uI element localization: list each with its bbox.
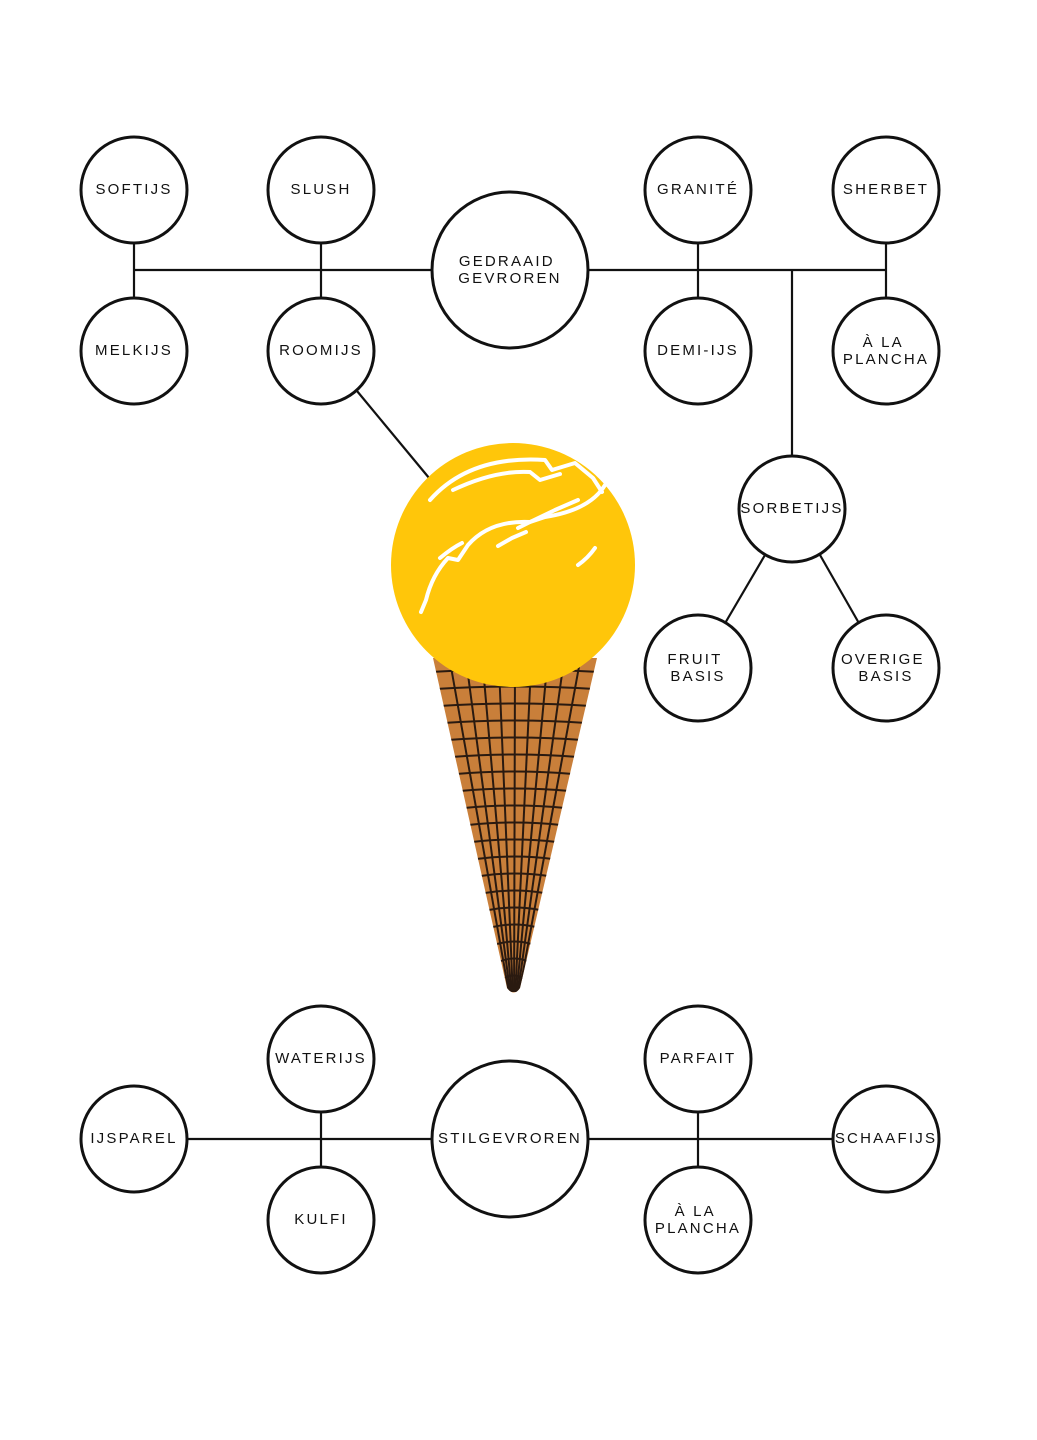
node-a-la-plancha-bottom: À LA PLANCHA	[643, 1165, 753, 1275]
ice-cream-cone-icon	[391, 443, 635, 993]
node-stilgevroren: STILGEVROREN	[430, 1059, 590, 1219]
node-waterijs: WATERIJS	[266, 1004, 376, 1114]
node-label: GEDRAAID GEVROREN	[458, 253, 561, 287]
node-slush: SLUSH	[266, 135, 376, 245]
node-granite: GRANITÉ	[643, 135, 753, 245]
cone-grid-column	[464, 658, 512, 993]
node-schaafijs: SCHAAFIJS	[831, 1084, 941, 1194]
node-a-la-plancha-top: À LA PLANCHA	[831, 296, 941, 406]
node-sherbet: SHERBET	[831, 135, 941, 245]
node-label: SHERBET	[843, 181, 929, 198]
node-label: KULFI	[294, 1211, 348, 1228]
diagram-nodes: GEDRAAID GEVROREN SOFTIJS SLUSH GRANITÉ …	[79, 135, 941, 1275]
node-roomijs: ROOMIJS	[266, 296, 376, 406]
node-label: À LA PLANCHA	[655, 1203, 741, 1237]
node-ijsparel: IJSPAREL	[79, 1084, 189, 1194]
cone-grid-column	[513, 658, 516, 993]
node-label: DEMI-IJS	[657, 342, 739, 359]
ice-cream-scoop	[391, 443, 635, 687]
node-label: À LA PLANCHA	[843, 334, 929, 368]
cone-grid-column	[515, 658, 549, 993]
edge-sorbetijs-fruit-basis	[723, 554, 766, 626]
node-gedraaid-gevroren: GEDRAAID GEVROREN	[430, 190, 590, 350]
node-label: WATERIJS	[275, 1050, 367, 1067]
edge-sorbetijs-overige-basis	[819, 554, 861, 626]
node-label: SCHAAFIJS	[835, 1130, 937, 1147]
node-label: FRUIT BASIS	[667, 651, 728, 685]
node-label: SORBETIJS	[740, 500, 843, 517]
cone-grid-column	[497, 658, 514, 993]
scoop-highlights	[419, 457, 607, 614]
node-label: PARFAIT	[660, 1050, 737, 1067]
node-softijs: SOFTIJS	[79, 135, 189, 245]
node-kulfi: KULFI	[266, 1165, 376, 1275]
node-label: STILGEVROREN	[438, 1130, 582, 1147]
cone-grid-column	[518, 658, 582, 993]
node-label: IJSPAREL	[90, 1130, 177, 1147]
node-label: SOFTIJS	[95, 181, 172, 198]
node-overige-basis: OVERIGE BASIS	[831, 613, 941, 723]
cone-grid-column	[481, 658, 513, 993]
cone-grid-column	[517, 658, 566, 993]
cone-grid-column	[448, 658, 510, 993]
node-sorbetijs: SORBETIJS	[737, 454, 847, 564]
node-label: SLUSH	[290, 181, 351, 198]
node-parfait: PARFAIT	[643, 1004, 753, 1114]
node-label: OVERIGE BASIS	[841, 651, 931, 685]
node-label: GRANITÉ	[657, 181, 739, 198]
node-fruit-basis: FRUIT BASIS	[643, 613, 753, 723]
cone-grid-column	[514, 658, 533, 993]
node-melkijs: MELKIJS	[79, 296, 189, 406]
node-label: MELKIJS	[95, 342, 173, 359]
node-demi-ijs: DEMI-IJS	[643, 296, 753, 406]
node-label: ROOMIJS	[279, 342, 363, 359]
